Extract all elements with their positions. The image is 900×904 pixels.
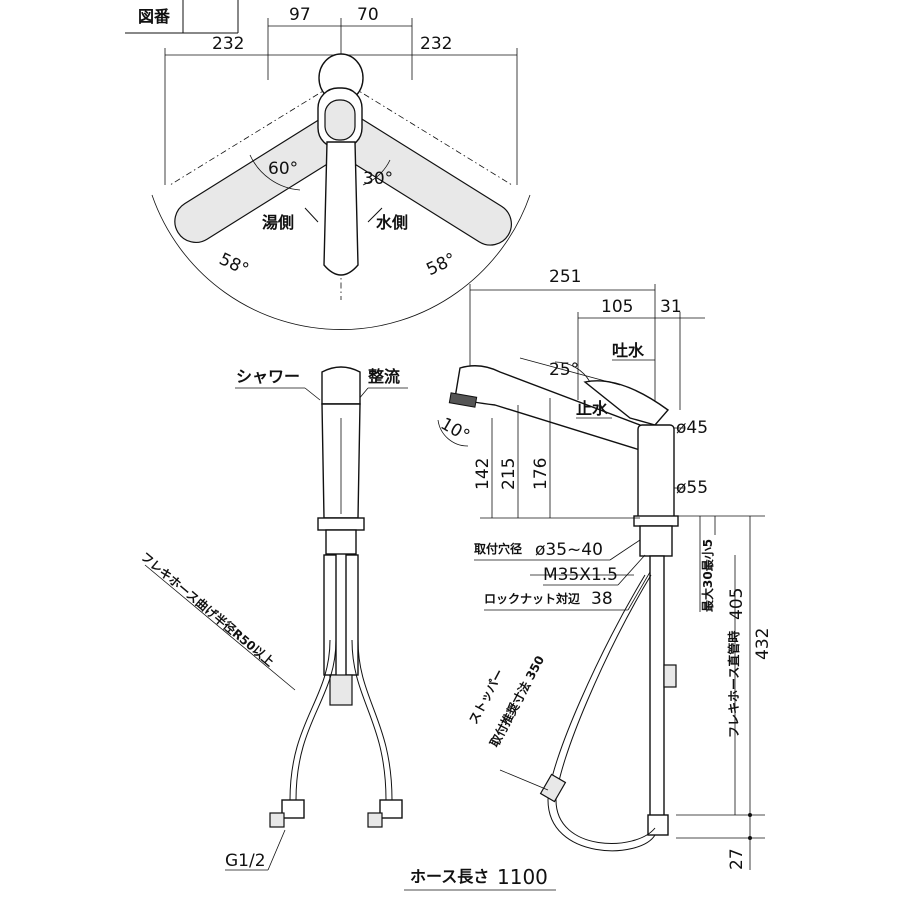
value-hose-length: 1100 <box>497 865 548 889</box>
dim-left-swing: 232 <box>212 34 244 54</box>
dim-height-142: 142 <box>473 458 493 490</box>
dim-diameter-45: ø45 <box>676 418 708 438</box>
label-max-thickness: 最大30最小5 <box>700 539 715 612</box>
angle-cold-lever: 30° <box>363 169 393 189</box>
front-view: シャワー 整流 フレキホース曲げ半径R50以上 G1/2 <box>138 366 408 871</box>
dim-27: 27 <box>727 848 747 870</box>
dim-right-swing: 232 <box>420 34 452 54</box>
dim-432: 432 <box>753 628 773 660</box>
label-mount-hole-size: ø35~40 <box>535 540 603 560</box>
label-mount-hole: 取付穴径 <box>474 541 522 556</box>
angle-lever: 25° <box>549 360 579 380</box>
dim-spout-offset: 105 <box>601 297 633 317</box>
angle-spout-tilt: 10° <box>437 414 473 446</box>
top-view: 97 70 232 232 60° 30° 58° 58° 湯側 水側 <box>151 5 531 330</box>
dim-overall-reach: 251 <box>549 267 581 287</box>
label-shower: シャワー <box>236 367 300 386</box>
dim-diameter-55: ø55 <box>676 478 708 498</box>
label-stream: 整流 <box>367 367 400 386</box>
label-stop-water: 止水 <box>576 399 609 418</box>
label-cold-side: 水側 <box>376 213 408 232</box>
side-view: 251 105 31 25° 吐水 止水 ø45 ø55 142 215 <box>404 267 773 891</box>
label-lock-nut-size: 38 <box>591 589 613 609</box>
angle-left-spout: 58° <box>216 249 252 280</box>
label-flex-bend: フレキホース曲げ半径R50以上 <box>138 549 277 669</box>
dim-lever-offset: 31 <box>660 297 682 317</box>
dim-left-offset: 97 <box>289 5 311 25</box>
label-flex-length: フレキホース直管時 <box>726 631 741 738</box>
label-hot-side: 湯側 <box>262 213 294 232</box>
dim-height-176: 176 <box>531 458 551 490</box>
label-thread-g12: G1/2 <box>225 851 266 871</box>
title-block-label: 図番 <box>138 7 171 26</box>
dim-height-215: 215 <box>499 458 519 490</box>
dim-right-offset: 70 <box>357 5 379 25</box>
angle-hot-lever: 60° <box>268 159 298 179</box>
title-block: 図番 <box>125 0 239 34</box>
label-hose-length: ホース長さ <box>410 867 489 886</box>
dim-405: 405 <box>727 588 747 620</box>
angle-right-spout: 58° <box>423 249 459 280</box>
label-lock-nut: ロックナット対辺 <box>484 591 580 606</box>
label-spout-water: 吐水 <box>612 341 645 360</box>
